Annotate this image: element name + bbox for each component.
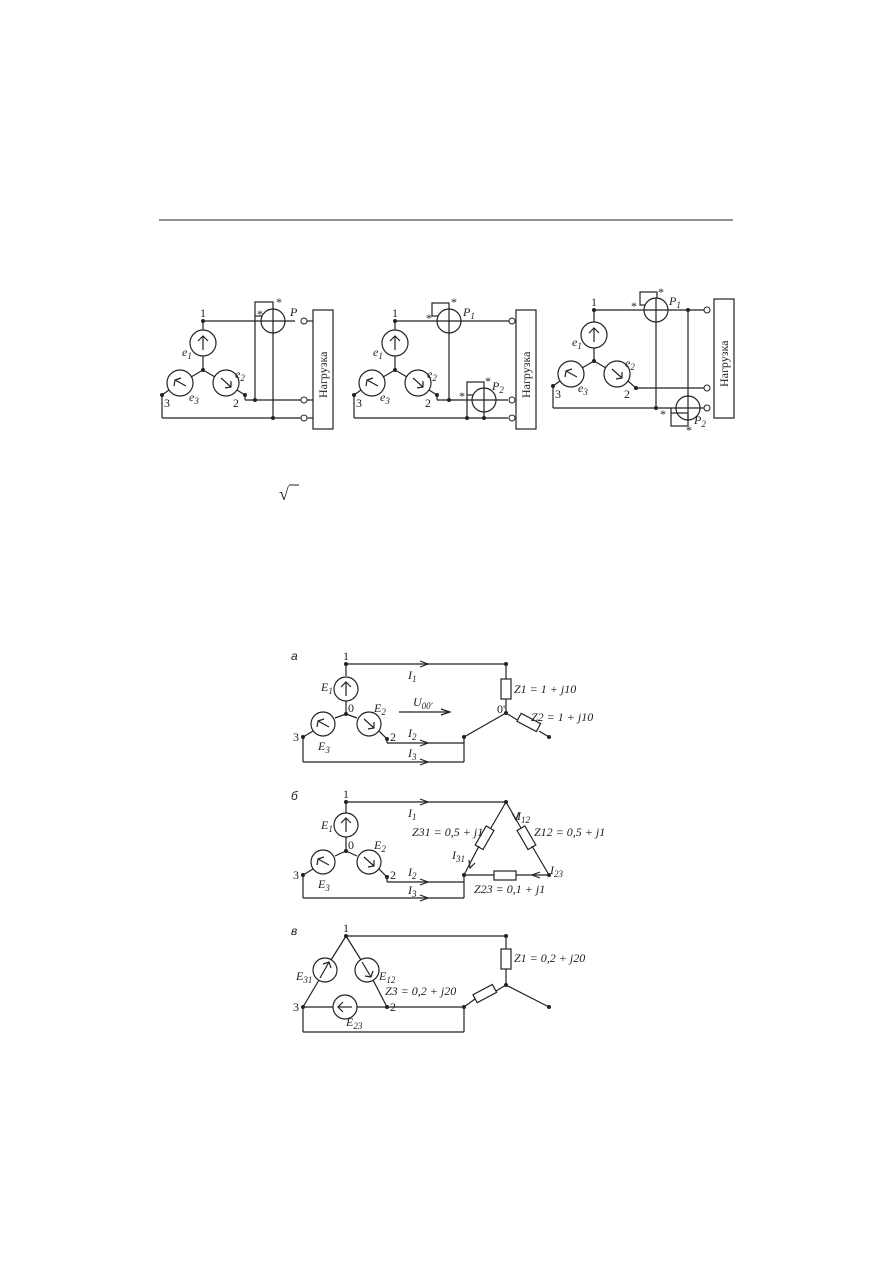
impedance-Z1-label: Z1 = 0,2 + j20 [514, 951, 585, 965]
current-I3-label: I3 [407, 883, 417, 899]
load-box [713, 298, 735, 419]
source-e1-label: e1 [572, 335, 582, 351]
current-I1-label: I1 [407, 806, 417, 822]
source-E31-label: E31 [295, 969, 312, 985]
source-E1-label: E1 [320, 680, 333, 696]
panel-b-label: б [291, 789, 299, 803]
impedance-Z1-label: Z1 = 1 + j10 [514, 682, 576, 696]
node-1-label: 1 [200, 306, 206, 320]
wattmeter-star: * [686, 423, 692, 437]
load-box [515, 309, 537, 430]
impedance-Z23-label: Z23 = 0,1 + j1 [474, 882, 545, 896]
source-e2-label: e2 [427, 367, 437, 383]
current-I2-label: I2 [407, 726, 417, 742]
source-e1-label: e1 [182, 345, 192, 361]
wattmeter-P2-label: P2 [491, 379, 504, 395]
wattmeter-star: * [257, 307, 263, 321]
wattmeter-star: * [658, 285, 664, 299]
load-label: Нагрузка [316, 351, 330, 398]
node-3-label: 3 [356, 396, 362, 410]
wattmeter-star: * [485, 374, 491, 388]
node-0-label: 0 [348, 838, 354, 852]
node-2-label: 2 [233, 396, 239, 410]
node-1-label: 1 [343, 921, 349, 935]
circuit-panel-v: в 1 3 2 E31 E12 E23 Z1 = 0,2 + j20 [291, 921, 585, 1033]
voltage-U00-label: U00' [413, 695, 434, 711]
wattmeter-star: * [276, 295, 282, 309]
node-3-label: 3 [293, 730, 299, 744]
impedance-Z12-label: Z12 = 0,5 + j1 [534, 825, 605, 839]
source-E12-label: E12 [378, 969, 396, 985]
wattmeter-star: * [451, 295, 457, 309]
circuit-panel-a: а 1 I1 E1 0 E2 E3 3 2 I2 I3 [291, 649, 593, 766]
source-e3-label: e3 [189, 390, 199, 406]
wattmeter-P1-label: P1 [462, 305, 475, 321]
wattmeter-star: * [660, 407, 666, 421]
node-3-label: 3 [293, 1000, 299, 1014]
load-label: Нагрузка [717, 340, 731, 387]
source-E1-label: E1 [320, 818, 333, 834]
source-E3-label: E3 [317, 877, 330, 893]
node-3-label: 3 [164, 396, 170, 410]
node-1-label: 1 [392, 306, 398, 320]
source-E23-label: E23 [345, 1015, 363, 1031]
source-e2-label: e2 [625, 356, 635, 372]
source-e2-label: e2 [235, 367, 245, 383]
node-1-label: 1 [343, 649, 349, 663]
current-I31-label: I31 [451, 848, 465, 864]
current-I1-label: I1 [407, 668, 417, 684]
node-2-label: 2 [425, 396, 431, 410]
impedance-Z3-label: Z3 = 0,2 + j20 [385, 984, 456, 998]
node-0-label: 0 [348, 701, 354, 715]
wattmeter-P1-label: P1 [668, 294, 681, 310]
node-2-label: 2 [390, 868, 396, 882]
impedance-Z2-label: Z2 = 1 + j10 [531, 710, 593, 724]
node-3-label: 3 [293, 868, 299, 882]
node-1-label: 1 [591, 295, 597, 309]
current-I2-label: I2 [407, 865, 417, 881]
panel-v-label: в [291, 924, 297, 938]
wattmeter-star: * [426, 311, 432, 325]
wattmeter-star: * [459, 389, 465, 403]
current-I12-label: I12 [516, 809, 531, 825]
source-e3-label: e3 [380, 390, 390, 406]
node-3-label: 3 [555, 387, 561, 401]
wattmeter-star: * [631, 299, 637, 313]
current-I3-label: I3 [407, 746, 417, 762]
circuit-two-wattmeters: 1 e1 e2 e3 3 2 * * P1 [352, 295, 537, 430]
node-2-label: 2 [390, 730, 396, 744]
source-e1-label: e1 [373, 345, 383, 361]
source-E3-label: E3 [317, 739, 330, 755]
circuit-panel-b: б 1 I1 E1 0 E2 E3 3 2 I2 I3 [291, 787, 605, 902]
impedance-Z31-label: Z31 = 0,5 + j1 [412, 825, 483, 839]
wattmeter-P2-label: P2 [693, 413, 706, 429]
sqrt-symbol: √ [279, 484, 289, 504]
source-e3-label: e3 [578, 381, 588, 397]
circuit-two-wattmeters-alt: 1 e1 e2 e3 3 2 * * P1 [551, 285, 735, 437]
source-E2-label: E2 [373, 701, 386, 717]
load-label: Нагрузка [519, 351, 533, 398]
current-I23-label: I23 [549, 863, 564, 879]
wattmeter-P-label: P [289, 305, 298, 319]
node-1-label: 1 [343, 787, 349, 801]
source-E2-label: E2 [373, 838, 386, 854]
panel-a-label: а [291, 649, 298, 663]
load-box [312, 309, 334, 430]
circuit-one-wattmeter: 1 e1 e2 e3 3 2 * * P [160, 295, 334, 430]
node-0prime-label: 0' [497, 702, 505, 716]
node-2-label: 2 [624, 387, 630, 401]
